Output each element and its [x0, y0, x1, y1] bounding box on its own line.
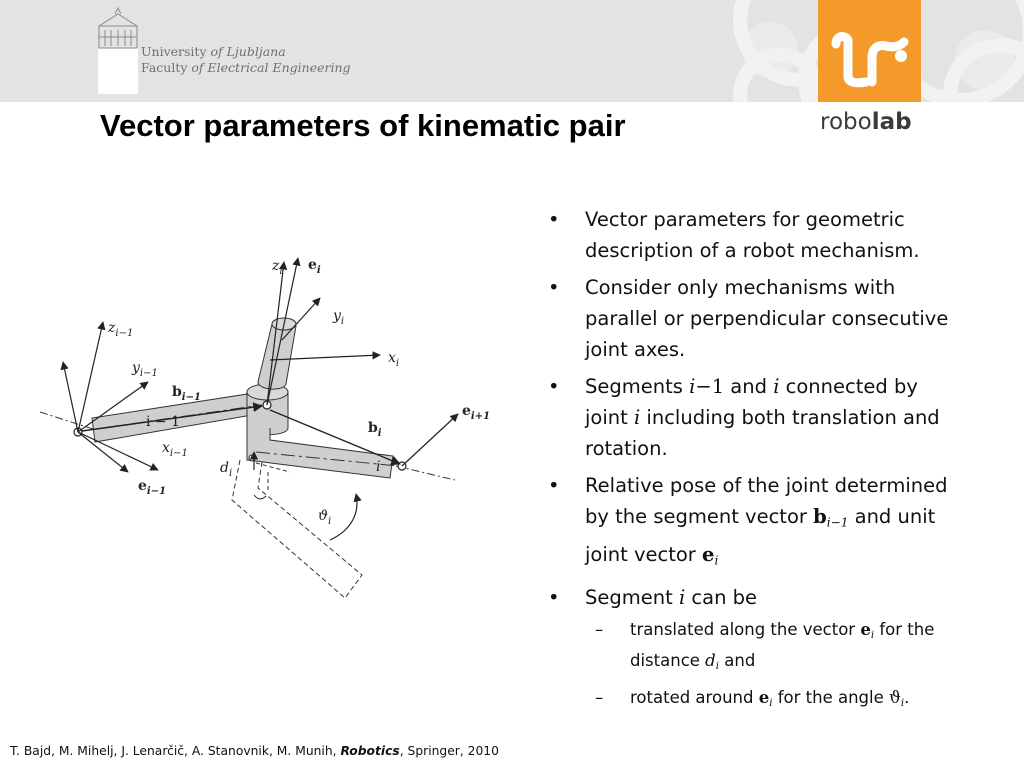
- slide-title: Vector parameters of kinematic pair: [100, 108, 626, 143]
- lr-logo-icon: [831, 32, 909, 88]
- kinematic-pair-diagram: zi−1 yi−1 bi−1 i − 1 xi−1 ei−1 zi ei yi …: [39, 257, 490, 599]
- label-e-i: ei: [308, 257, 321, 276]
- label-x-i: xi: [388, 350, 399, 369]
- bullet-item: Segment i can be translated along the ve…: [548, 582, 958, 716]
- sub-bullet-list: translated along the vector ei for the d…: [585, 617, 958, 716]
- label-segment-prev: i − 1: [146, 414, 180, 430]
- label-b-prev: bi−1: [172, 384, 201, 403]
- robolab-logo-box: [818, 0, 921, 102]
- bullet-item: Consider only mechanisms with parallel o…: [548, 272, 958, 365]
- label-y-prev: yi−1: [131, 360, 158, 379]
- sub-bullet-item: rotated around ei for the angle ϑi.: [585, 685, 958, 716]
- header-band: University of Ljubljana Faculty of Elect…: [0, 0, 1024, 102]
- sub-bullet-item: translated along the vector ei for the d…: [585, 617, 958, 679]
- bullet-item: Segments i−1 and i connected by joint i …: [548, 371, 958, 464]
- bullet-item: Vector parameters for geometric descript…: [548, 204, 958, 266]
- label-z-prev: zi−1: [107, 320, 133, 339]
- label-e-next: ei+1: [462, 403, 490, 422]
- bullet-list: Vector parameters for geometric descript…: [548, 204, 958, 722]
- robolab-wordmark: robolab: [820, 109, 912, 135]
- bullet-item: Relative pose of the joint determined by…: [548, 470, 958, 576]
- label-d-i: di: [220, 460, 232, 479]
- label-theta-i: ϑi: [318, 508, 331, 527]
- university-logo: [98, 6, 138, 94]
- university-name: University of Ljubljana Faculty of Elect…: [141, 44, 351, 75]
- label-z-i: zi: [271, 258, 283, 277]
- label-b-i: bi: [368, 420, 382, 439]
- label-e-prev: ei−1: [138, 478, 166, 497]
- label-x-prev: xi−1: [162, 440, 188, 459]
- label-y-i: yi: [332, 308, 344, 327]
- segment-i: [246, 428, 394, 479]
- rotated-segment-outline: [231, 459, 363, 599]
- footer-citation: T. Bajd, M. Mihelj, J. Lenarčič, A. Stan…: [10, 744, 499, 758]
- label-segment-i: i: [376, 459, 380, 475]
